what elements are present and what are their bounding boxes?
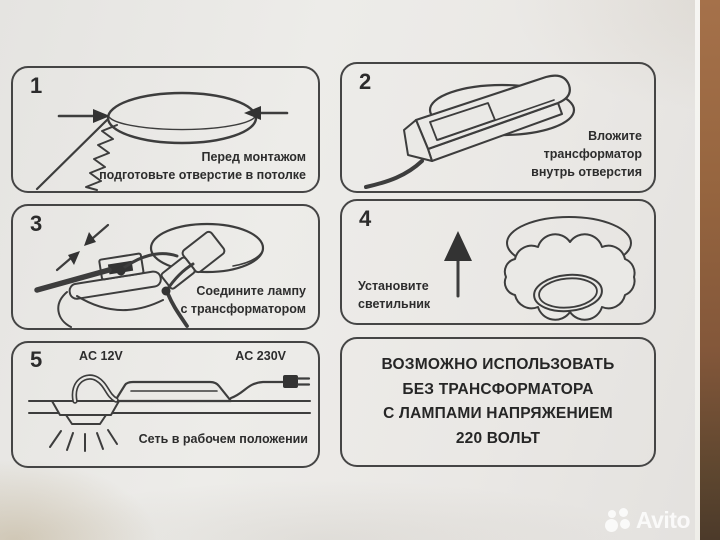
step-1-caption: Перед монтажом подготовьте отверстие в п…: [99, 150, 306, 182]
notice-line: БЕЗ ТРАНСФОРМАТОРА: [402, 380, 594, 398]
step-2-panel: 2 Вложите трансформатор внутрь отверстия: [340, 62, 656, 193]
light-rays-icon: [49, 429, 118, 452]
transformer-end-face: [403, 119, 433, 162]
avito-watermark: Avito: [604, 507, 691, 533]
downlight-trim: [51, 400, 120, 416]
arrow-down-left-icon: [91, 223, 110, 240]
disc-rim-line: [108, 116, 256, 131]
notice-line: 220 ВОЛЬТ: [455, 429, 541, 447]
step-number: 1: [30, 73, 43, 98]
watermark-brand-text: Avito: [635, 507, 691, 533]
plug-icon: [283, 375, 298, 388]
working-position-diagram: [28, 374, 311, 452]
step-5-panel: 5 AC 12V AC 230V Сеть в рабочем положени…: [11, 341, 320, 468]
lamp-connector: [160, 230, 226, 290]
step-4-panel: 4 Установите светильник: [340, 199, 656, 325]
power-wire: [364, 159, 424, 189]
step-1-panel: 1 Перед монтажом подготовьте отверстие в…: [11, 66, 320, 193]
install-fixture-diagram: [444, 216, 636, 321]
wood-table-surface: [700, 0, 720, 540]
mount-bar: [34, 267, 112, 293]
notice-line: С ЛАМПАМИ НАПРЯЖЕНИЕМ: [383, 405, 613, 422]
fixture-glass: [533, 273, 603, 313]
avito-logo-icon: [604, 508, 632, 533]
step-number: 3: [30, 211, 43, 236]
step-number: 2: [359, 69, 372, 94]
notice-line: ВОЗМОЖНО ИСПОЛЬЗОВАТЬ: [381, 356, 615, 373]
sawtooth-cut-icon: [85, 124, 118, 191]
step-3-caption: Соедините лампу с трансформатором: [180, 284, 307, 316]
step-2-caption: Вложите трансформатор внутрь отверстия: [531, 129, 642, 179]
connect-lamp-diagram: [34, 222, 265, 328]
cut-ceiling-hole-diagram: [35, 91, 289, 191]
transformer-top-face: [414, 74, 571, 151]
wire-1: [119, 252, 179, 272]
no-transformer-notice: ВОЗМОЖНО ИСПОЛЬЗОВАТЬ БЕЗ ТРАНСФОРМАТОРА…: [340, 337, 656, 467]
step-4-caption: Установите светильник: [358, 279, 431, 311]
arrow-up-right-icon: [55, 256, 73, 272]
insert-transformer-diagram: [364, 74, 576, 189]
step-number: 5: [30, 347, 43, 372]
voltage-label-230v: AC 230V: [235, 349, 286, 363]
step-5-caption: Сеть в рабочем положении: [138, 432, 308, 446]
step-number: 4: [359, 206, 372, 231]
voltage-label-12v: AC 12V: [79, 349, 123, 363]
cut-line: [35, 118, 109, 191]
wire-2: [165, 262, 195, 292]
step-3-panel: 3 Соедините лампу с трансформатором: [11, 204, 320, 330]
paper-edge: [695, 0, 700, 540]
fixture-trim: [503, 233, 636, 321]
mains-wire: [229, 380, 285, 400]
